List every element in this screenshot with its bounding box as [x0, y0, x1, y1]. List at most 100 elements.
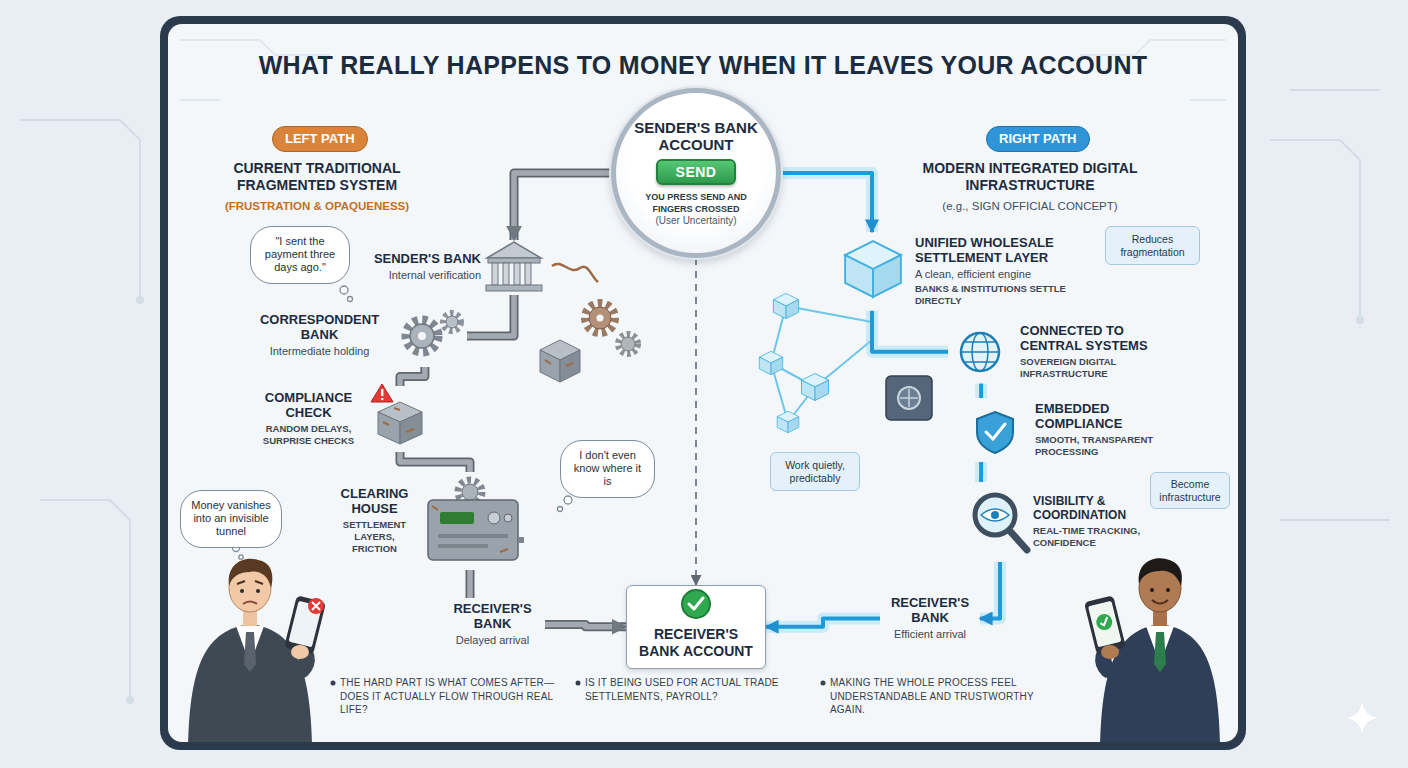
pipe-connector: [400, 367, 425, 386]
node-text: SETTLEMENT LAYERS, FRICTION: [334, 519, 415, 555]
node-text: CLEARING HOUSE: [334, 487, 415, 517]
rusty-gears: [585, 303, 615, 333]
node-text: RECEIVER'S BANK ACCOUNT: [635, 626, 757, 660]
confident-person: [1099, 617, 1108, 626]
annotation-label: (FRUSTRATION & OPAQUENESS): [212, 200, 422, 214]
clearing-machine-icon: [438, 544, 488, 548]
pipe-outline: [400, 367, 425, 386]
caption-bullets: [576, 681, 581, 686]
confident-person: [1166, 588, 1170, 592]
flow-connector: [979, 462, 983, 482]
clearing-machine-icon: [432, 506, 508, 552]
node-text: Money vanishes into an invisible tunnel: [191, 499, 271, 539]
globe-icon: [961, 333, 999, 371]
process-step: COMPLIANCE CHECKRANDOM DELAYS, SURPRISE …: [250, 386, 425, 452]
bubble-tails: [239, 555, 243, 559]
process-step: CORRESPONDENT BANKIntermediate holding: [250, 305, 467, 367]
path-tag: RIGHT PATH: [986, 126, 1090, 152]
background: [126, 696, 134, 704]
magnifier-icon: [981, 509, 1009, 521]
vault-icon: [886, 376, 932, 420]
tablet-frame: [160, 16, 1246, 750]
settlement-network: [759, 351, 782, 374]
flow-glow: [975, 462, 987, 482]
node-text: "I sent the payment three days ago.": [261, 235, 339, 275]
frustrated-person: [240, 589, 244, 593]
flow-connector: [979, 384, 983, 398]
pipe-outline: [545, 625, 626, 627]
gear-icon: [406, 320, 438, 352]
node-text: Intermediate holding: [254, 345, 385, 358]
process-step: RECEIVER'S BANK Efficient arrival: [880, 592, 980, 645]
process-step: EMBEDDED COMPLIANCESMOOTH, TRANSPARENT P…: [960, 398, 1175, 462]
clearing-machine-icon: [504, 514, 512, 522]
process-step: RECEIVER'S BANKDelayed arrival: [440, 598, 545, 651]
annotation-label: MAKING THE WHOLE PROCESS FEEL UNDERSTAND…: [830, 676, 1065, 717]
bubble-tails: [564, 496, 572, 504]
bank-icon: [486, 242, 542, 291]
flow-glow: [975, 384, 987, 398]
node-text: RANDOM DELAYS, SURPRISE CHECKS: [254, 423, 363, 447]
vault-icon: [900, 389, 918, 407]
compliance-box-icon: [383, 408, 414, 432]
gear-icon: [443, 313, 461, 331]
bank-icon: [486, 285, 542, 291]
frustrated-person: [244, 632, 256, 672]
node-text: CONNECTED TO CENTRAL SYSTEMS: [1020, 324, 1168, 354]
background: [136, 296, 144, 304]
path-tag: LEFT PATH: [272, 126, 368, 152]
flow-glow: [872, 311, 948, 352]
frustrated-person: [256, 589, 260, 593]
gear-icon: [418, 332, 426, 340]
watermark-sparkle: [1346, 702, 1378, 734]
bank-icon: [492, 263, 498, 285]
speech-bubble: Money vanishes into an invisible tunnel: [180, 490, 282, 548]
confident-person: [1084, 595, 1126, 655]
flow-connector: [872, 311, 948, 352]
node-text: YOU PRESS SEND AND FINGERS CROSSED: [636, 192, 756, 215]
node-text: A clean, efficient engine: [915, 268, 1083, 281]
annotation-label: THE HARD PART IS WHAT COMES AFTER—DOES I…: [340, 676, 565, 717]
rusty-gears: [540, 350, 560, 382]
settlement-network: [777, 411, 799, 433]
frustrated-person: [284, 595, 326, 655]
node-text: Efficient arrival: [884, 628, 976, 641]
clearing-machine-icon: [518, 537, 524, 543]
pipe-outline: [467, 295, 514, 336]
frustrated-person: [237, 581, 263, 584]
node-text: EMBEDDED COMPLIANCE: [1035, 402, 1173, 432]
node-text: VISIBILITY & COORDINATION: [1033, 495, 1143, 523]
magnifier-icon: [991, 511, 999, 519]
warning-icon: [381, 389, 383, 396]
node-text: RECEIVER'S BANK: [884, 596, 976, 626]
speech-bubble: I don't even know where it is: [560, 440, 655, 498]
gear-icon: [406, 313, 461, 352]
rust-squiggle: [552, 264, 598, 282]
pipe-connector: [545, 625, 626, 627]
node-text: SEND: [676, 164, 717, 181]
shield-icon: [977, 412, 1013, 453]
tablet-frame: [160, 16, 1246, 750]
clearing-machine-icon: [428, 500, 518, 560]
confident-person: [1088, 601, 1121, 648]
process-step: VISIBILITY & COORDINATIONREAL-TIME TRACK…: [955, 482, 1145, 562]
node-text: LEFT PATH: [285, 131, 355, 147]
node-text: I don't even know where it is: [571, 449, 644, 489]
process-step: SENDER'S BANKInternal verification: [355, 240, 545, 295]
caption-bullets: [331, 681, 336, 686]
bubble-tails: [340, 286, 348, 294]
send-button: SEND: [656, 159, 737, 186]
frustrated-person: [188, 559, 326, 742]
flow-glow: [781, 173, 872, 232]
warning-icon: [381, 398, 384, 401]
rust-squiggle: [552, 264, 598, 282]
node-text: COMPLIANCE CHECK: [254, 391, 363, 421]
clearing-machine-icon: [440, 512, 474, 524]
magnifier-icon: [975, 495, 1027, 550]
bank-icon: [503, 263, 509, 285]
bubble-tails: [558, 507, 563, 512]
warning-icon: [371, 384, 393, 402]
note-box: Work quietly, predictably: [770, 452, 860, 491]
tablet-frame: [168, 24, 1238, 742]
frustrated-person: [229, 559, 273, 588]
